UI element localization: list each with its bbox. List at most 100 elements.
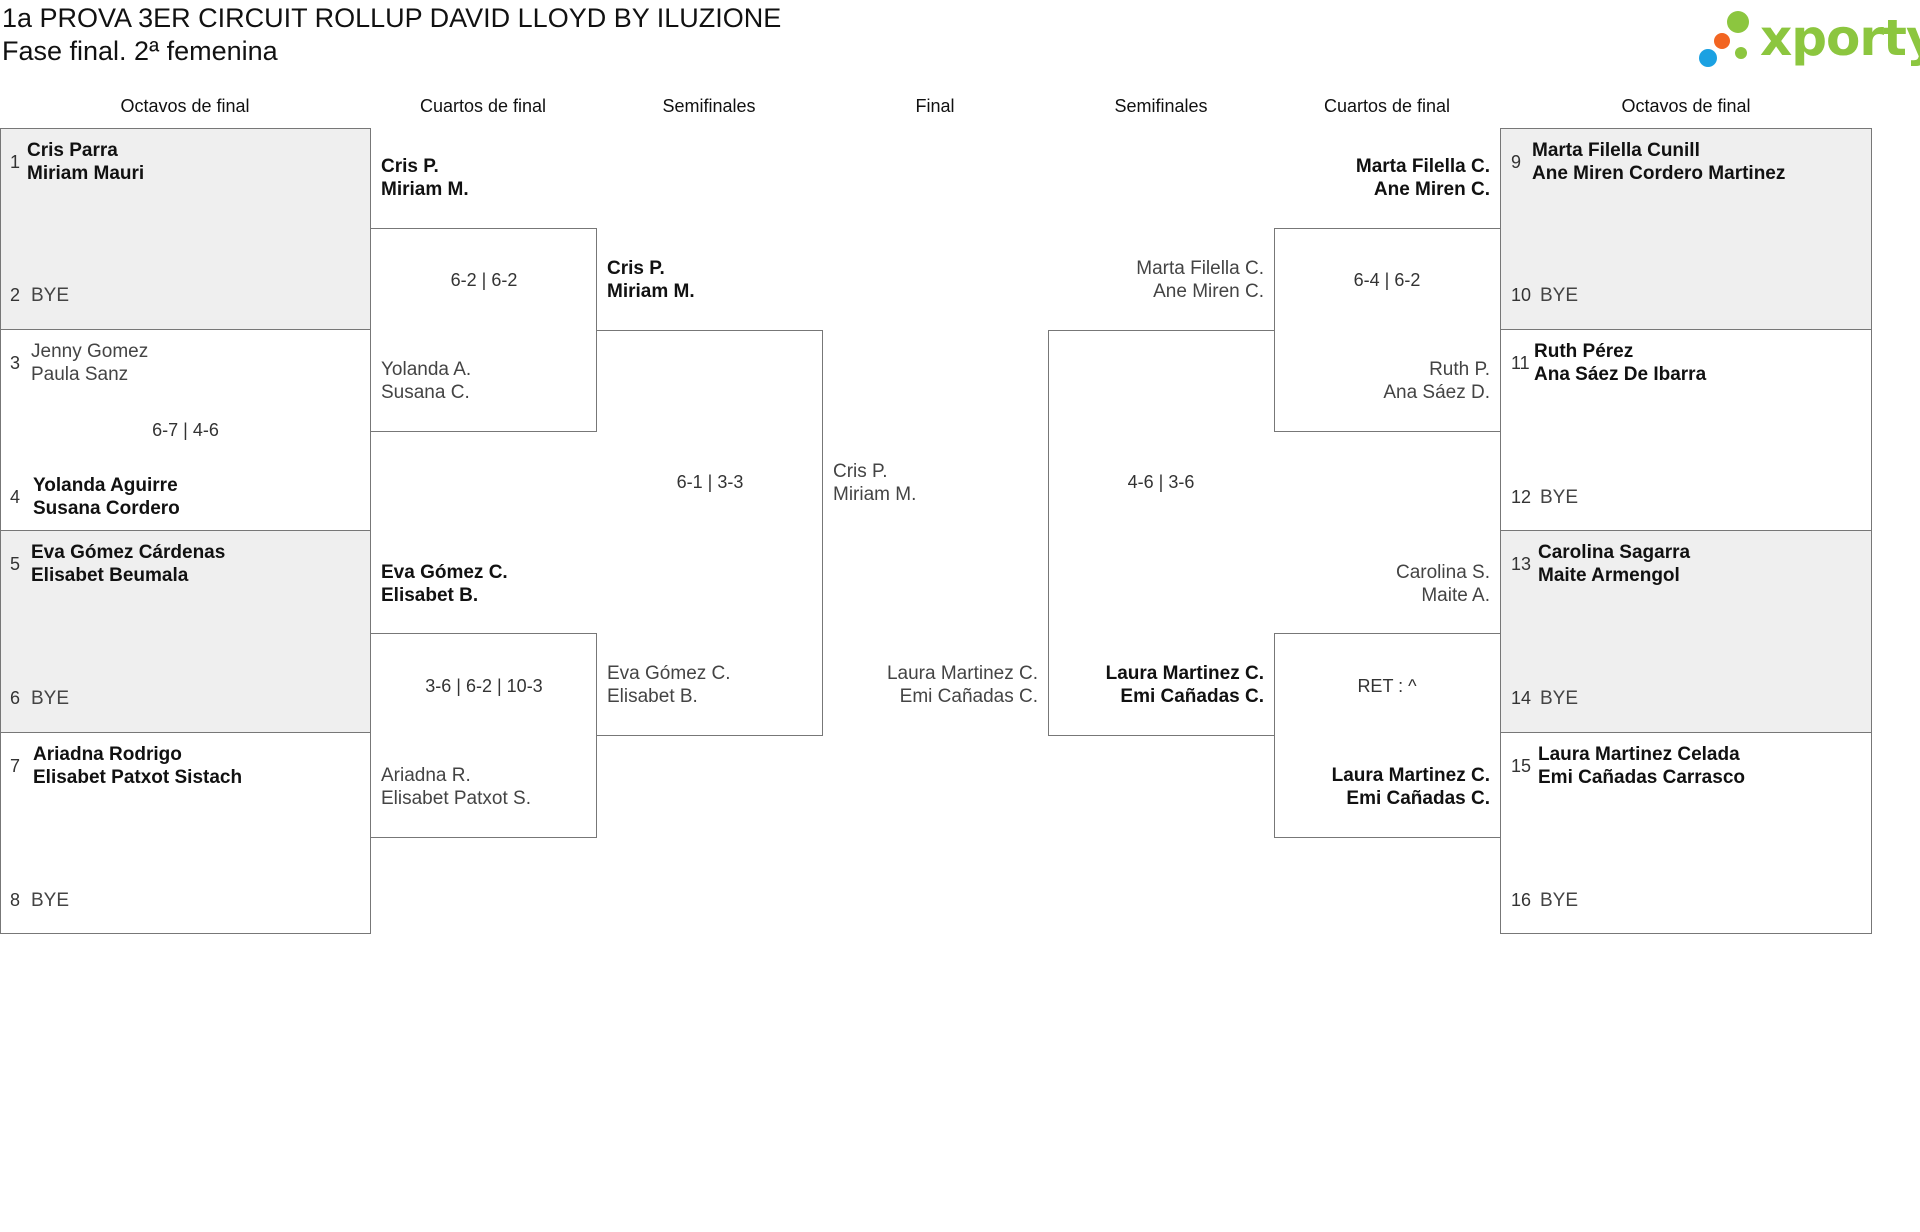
team-name[interactable]: Laura Martinez C. Emi Cañadas C.: [1058, 662, 1264, 708]
match-box-r16-right-3: [1500, 530, 1872, 733]
team-name[interactable]: Carolina S. Maite A.: [1284, 561, 1490, 607]
player-name: Ana Sáez De Ibarra: [1534, 364, 1707, 385]
player-name: Eva Gómez C.: [381, 562, 508, 583]
seed-number: 1: [10, 152, 21, 172]
player-name: Paula Sanz: [31, 364, 129, 385]
final-team-left[interactable]: Cris P. Miriam M.: [833, 460, 916, 506]
player-name: Laura Martinez Celada: [1538, 744, 1740, 765]
player-name: Emi Cañadas C.: [1120, 686, 1264, 707]
bye-label: BYE: [31, 890, 70, 911]
player-name: Laura Martinez C.: [1105, 663, 1264, 684]
xporty-logo-text: xporty: [1760, 9, 1920, 67]
player-name: Susana Cordero: [33, 498, 180, 519]
team-name[interactable]: Eva Gómez C. Elisabet B.: [607, 662, 731, 708]
team-name[interactable]: Marta Filella C. Ane Miren C.: [1284, 155, 1490, 201]
tournament-title: 1a PROVA 3ER CIRCUIT ROLLUP DAVID LLOYD …: [2, 3, 782, 33]
seed-number: 15: [1511, 756, 1532, 776]
seed-number: 14: [1511, 688, 1532, 708]
match-box-r16-left-1: [0, 128, 371, 330]
team-name[interactable]: Eva Gómez C. Elisabet B.: [381, 561, 508, 607]
bye-label: BYE: [31, 285, 70, 306]
team-name[interactable]: Marta Filella C. Ane Miren C.: [1058, 257, 1264, 303]
player-name: Cris P.: [381, 156, 439, 177]
player-name: Susana C.: [381, 382, 470, 403]
player-name: Yolanda Aguirre: [33, 475, 178, 496]
player-name: Emi Cañadas Carrasco: [1538, 767, 1745, 788]
seed-number: 5: [10, 554, 21, 574]
team-name[interactable]: Jenny Gomez Paula Sanz: [31, 340, 148, 386]
round-header-right-qf: Cuartos de final: [1323, 96, 1451, 116]
match-box-qf-left-1: [371, 228, 597, 432]
match-score: 6-2 | 6-2: [450, 270, 518, 290]
player-name: Ruth Pérez: [1534, 341, 1634, 362]
match-score: 6-4 | 6-2: [1353, 270, 1421, 290]
team-name[interactable]: Ariadna Rodrigo Elisabet Patxot Sistach: [33, 743, 242, 789]
player-name: Miriam M.: [833, 484, 917, 505]
team-name[interactable]: Yolanda Aguirre Susana Cordero: [33, 474, 180, 520]
seed-number: 13: [1511, 554, 1532, 574]
team-name[interactable]: Ruth Pérez Ana Sáez De Ibarra: [1534, 340, 1706, 386]
player-name: Cris Parra: [27, 140, 118, 161]
match-score: 4-6 | 3-6: [1127, 472, 1195, 492]
player-name: Carolina Sagarra: [1538, 542, 1691, 563]
player-name: Cris P.: [833, 461, 888, 482]
player-name: Miriam Mauri: [27, 163, 145, 184]
player-name: Eva Gómez C.: [607, 663, 731, 684]
player-name: Marta Filella C.: [1355, 156, 1490, 177]
player-name: Elisabet B.: [607, 686, 698, 707]
seed-number: 8: [10, 890, 21, 910]
player-name: Eva Gómez Cárdenas: [31, 542, 226, 563]
player-name: Ariadna R.: [381, 765, 471, 786]
team-name[interactable]: Ariadna R. Elisabet Patxot S.: [381, 764, 531, 810]
match-box-r16-left-3: [0, 530, 371, 733]
team-name[interactable]: Ruth P. Ana Sáez D.: [1284, 358, 1490, 404]
team-name[interactable]: Yolanda A. Susana C.: [381, 358, 471, 404]
player-name: Yolanda A.: [381, 359, 472, 380]
match-box-qf-right-1: [1274, 228, 1500, 432]
player-name: Ana Sáez D.: [1383, 382, 1490, 403]
seed-number: 10: [1511, 285, 1532, 305]
team-name[interactable]: Carolina Sagarra Maite Armengol: [1538, 541, 1690, 587]
player-name: Maite A.: [1421, 585, 1490, 606]
round-header-right-r16: Octavos de final: [1621, 96, 1751, 116]
player-name: Elisabet Beumala: [31, 565, 189, 586]
player-name: Carolina S.: [1396, 562, 1490, 583]
player-name: Ruth P.: [1429, 359, 1490, 380]
match-box-sf-right: [1048, 330, 1274, 736]
team-name[interactable]: Laura Martinez Celada Emi Cañadas Carras…: [1538, 743, 1745, 789]
xporty-logo[interactable]: xporty: [1696, 4, 1920, 72]
seed-number: 16: [1511, 890, 1532, 910]
player-name: Ariadna Rodrigo: [33, 744, 182, 765]
player-name: Maite Armengol: [1538, 565, 1680, 586]
player-name: Ane Miren C.: [1373, 179, 1490, 200]
player-name: Laura Martinez C.: [886, 663, 1038, 684]
round-header-left-sf: Semifinales: [662, 96, 756, 116]
match-box-r16-right-1: [1500, 128, 1872, 330]
seed-number: 11: [1511, 353, 1530, 373]
team-name[interactable]: Cris Parra Miriam Mauri: [27, 139, 144, 185]
match-box-r16-left-4: [0, 732, 371, 934]
player-name: Cris P.: [607, 258, 665, 279]
final-team-right[interactable]: Laura Martinez C. Emi Cañadas C.: [860, 662, 1038, 708]
team-name[interactable]: Eva Gómez Cárdenas Elisabet Beumala: [31, 541, 225, 587]
match-box-sf-left: [597, 330, 823, 736]
page-title: 1a PROVA 3ER CIRCUIT ROLLUP DAVID LLOYD …: [2, 2, 781, 68]
seed-number: 12: [1511, 487, 1532, 507]
player-name: Emi Cañadas C.: [899, 686, 1038, 707]
team-name[interactable]: Laura Martinez C. Emi Cañadas C.: [1284, 764, 1490, 810]
phase-subtitle: Fase final. 2ª femenina: [2, 36, 278, 66]
player-name: Ane Miren Cordero Martinez: [1532, 163, 1786, 184]
player-name: Marta Filella C.: [1136, 258, 1264, 279]
team-name[interactable]: Cris P. Miriam M.: [607, 257, 695, 303]
player-name: Marta Filella Cunill: [1532, 140, 1700, 161]
team-name[interactable]: Marta Filella Cunill Ane Miren Cordero M…: [1532, 139, 1785, 185]
player-name: Jenny Gomez: [31, 341, 149, 362]
match-box-qf-right-2: [1274, 633, 1500, 838]
match-score: 6-1 | 3-3: [676, 472, 744, 492]
round-header-left-qf: Cuartos de final: [419, 96, 547, 116]
player-name: Elisabet Patxot Sistach: [33, 767, 243, 788]
bye-label: BYE: [1540, 285, 1579, 306]
player-name: Ane Miren C.: [1153, 281, 1264, 302]
match-score: RET : ^: [1357, 676, 1417, 696]
team-name[interactable]: Cris P. Miriam M.: [381, 155, 469, 201]
